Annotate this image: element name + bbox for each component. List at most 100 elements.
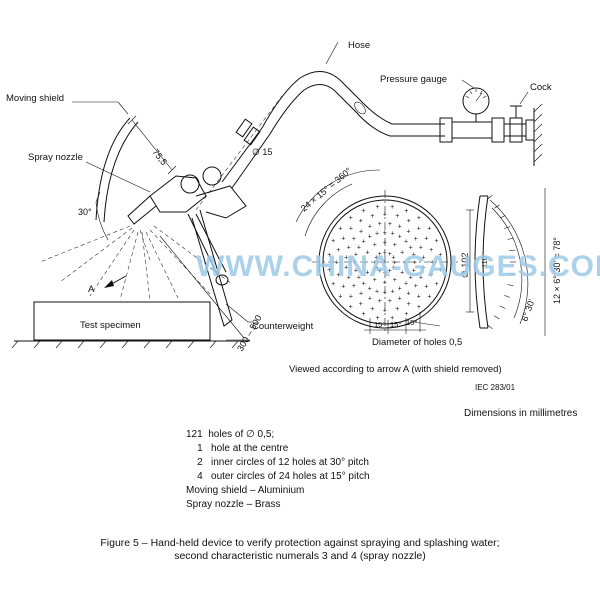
- nozzle-hole: +: [398, 234, 402, 241]
- nozzle-hole: +: [400, 250, 404, 257]
- note-line: 4 outer circles of 24 holes at 15° pitch: [186, 471, 370, 482]
- nozzle-hole: +: [373, 242, 377, 249]
- label-arrow-a: A: [88, 284, 95, 295]
- nozzle-hole: +: [331, 281, 335, 288]
- nozzle-hole: +: [431, 260, 435, 267]
- watermark: WWW.CHINA-GAUGES.COM: [196, 250, 600, 283]
- nozzle-hole: +: [349, 226, 353, 233]
- label-pressure-gauge: Pressure gauge: [380, 74, 447, 85]
- nozzle-hole: +: [391, 255, 395, 262]
- nozzle-hole: +: [388, 268, 392, 275]
- dim-pitch-15c: 15°: [406, 318, 417, 327]
- nozzle-hole: +: [404, 281, 408, 288]
- angle-tick: [509, 273, 516, 275]
- nozzle-hole: +: [404, 208, 408, 215]
- nozzle-hole: +: [390, 315, 394, 322]
- nozzle-hole: +: [336, 272, 340, 279]
- leader-lines: [72, 41, 529, 323]
- dim-pitch-15b: 15°: [390, 320, 401, 329]
- nozzle-hole: +: [378, 221, 382, 228]
- nozzle-hole: +: [424, 236, 428, 243]
- nozzle-hole: +: [378, 251, 382, 258]
- pressure-gauge: [439, 87, 526, 143]
- hose-clamp: [195, 95, 283, 211]
- cock: [509, 103, 543, 166]
- view-note: Viewed according to arrow A (with shield…: [289, 364, 502, 375]
- dim-angle-630: 6° 30': [519, 298, 536, 323]
- nozzle-hole: +: [373, 277, 377, 284]
- label-counterweight: Counterweight: [252, 321, 314, 332]
- nozzle-face-view: ++++++++++++++++++++++++++++++++++++++++…: [295, 169, 458, 334]
- nozzle-hole: +: [417, 226, 421, 233]
- iec-reference: IEC 283/01: [475, 383, 516, 392]
- nozzle-hole: +: [359, 290, 363, 297]
- note-line: Moving shield – Aluminium: [186, 485, 305, 496]
- angle-tick: [504, 226, 511, 229]
- nozzle-hole: +: [378, 268, 382, 275]
- nozzle-hole: +: [354, 267, 358, 274]
- nozzle-hole: +: [375, 288, 379, 295]
- nozzle-hole: +: [383, 270, 387, 277]
- nozzle-hole: +: [404, 311, 408, 318]
- nozzle-hole: +: [338, 294, 342, 301]
- nozzle-hole: +: [352, 283, 356, 290]
- nozzle-hole: +: [359, 229, 363, 236]
- nozzle-hole: +: [365, 270, 369, 277]
- nozzle-side-profile: [466, 188, 546, 336]
- nozzle-hole: +: [409, 245, 413, 252]
- nozzle-hole: +: [357, 245, 361, 252]
- nozzle-hole: +: [414, 283, 418, 290]
- dim-holes-24: 24 × 15° = 360°: [299, 165, 354, 213]
- nozzle-hole: +: [391, 265, 395, 272]
- nozzle-hole: +: [407, 301, 411, 308]
- hole-notes: 121 holes of ∅ 0,5; 1 hole at the centre…: [186, 428, 370, 512]
- nozzle-hole: +: [362, 238, 366, 245]
- nozzle-hole: +: [388, 298, 392, 305]
- nozzle-hole: +: [378, 298, 382, 305]
- nozzle-hole: +: [400, 270, 404, 277]
- nozzle-hole: +: [435, 281, 439, 288]
- nozzle-hole: +: [414, 236, 418, 243]
- nozzle-hole: +: [407, 218, 411, 225]
- angle-tick: [504, 295, 511, 298]
- nozzle-hole: +: [374, 255, 378, 262]
- dim-holes-12: 12 × 6° 30' = 78°: [552, 237, 562, 304]
- nozzle-hole: +: [359, 218, 363, 225]
- nozzle-hole: +: [398, 285, 402, 292]
- nozzle-hole: +: [370, 306, 374, 313]
- dim-pitch-15a: 15°: [374, 320, 385, 329]
- nozzle-hole: +: [395, 213, 399, 220]
- nozzle-hole: +: [354, 252, 358, 259]
- note-line: 2 inner circles of 12 holes at 30° pitch: [186, 457, 369, 468]
- nozzle-hole: +: [341, 284, 345, 291]
- nozzle-hole: +: [335, 260, 339, 267]
- nozzle-hole: +: [375, 315, 379, 322]
- nozzle-hole: +: [404, 238, 408, 245]
- angle-30-dimension: [95, 191, 109, 241]
- label-hose: Hose: [348, 40, 370, 51]
- nozzle-hole: +: [338, 225, 342, 232]
- label-cock: Cock: [530, 82, 552, 93]
- nozzle-hole: +: [344, 254, 348, 261]
- nozzle-hole: +: [407, 229, 411, 236]
- nozzle-hole: +: [412, 267, 416, 274]
- dimensions-note: Dimensions in millimetres: [464, 408, 578, 419]
- nozzle-hole: +: [427, 294, 431, 301]
- spray-fan: [39, 225, 233, 301]
- moving-shield: [95, 117, 139, 223]
- nozzle-hole: +: [352, 236, 356, 243]
- nozzle-hole: +: [427, 225, 431, 232]
- label-diameter-holes: Diameter of holes 0,5: [372, 337, 462, 348]
- angle-tick: [494, 315, 500, 320]
- nozzle-hole: +: [370, 213, 374, 220]
- angle-tick: [499, 215, 506, 219]
- nozzle-hole: +: [365, 250, 369, 257]
- nozzle-hole: +: [398, 296, 402, 303]
- nozzle-hole: +: [383, 290, 387, 297]
- arrow-a: [104, 275, 127, 288]
- nozzle-hole: +: [362, 281, 366, 288]
- nozzle-hole: +: [349, 304, 353, 311]
- nozzle-hole: +: [327, 267, 331, 274]
- angle-tick: [494, 204, 500, 209]
- nozzle-hole: +: [438, 252, 442, 259]
